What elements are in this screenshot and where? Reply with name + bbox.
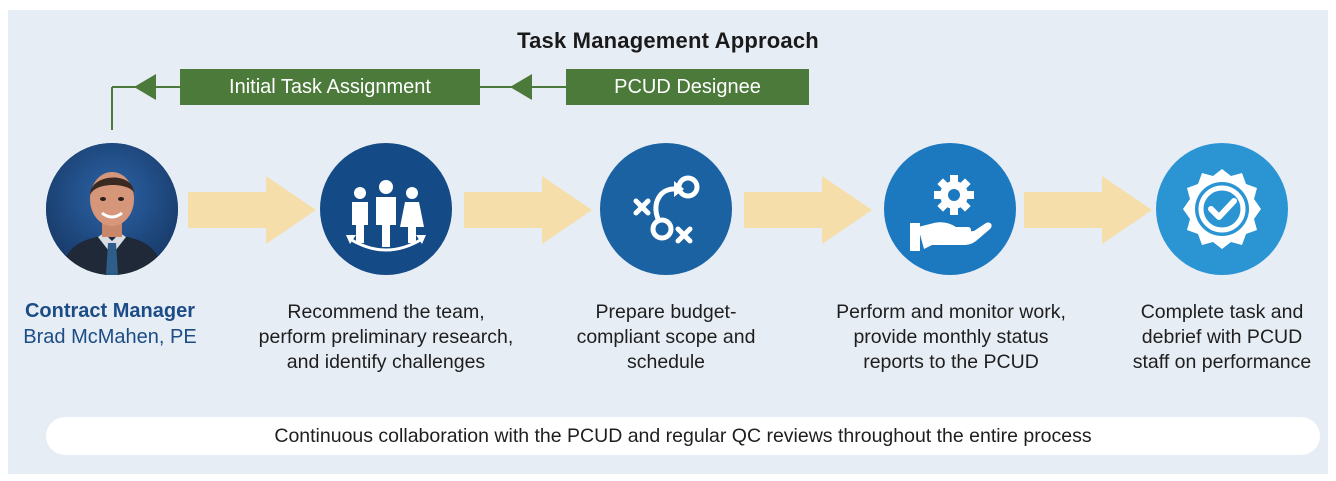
diagram-title: Task Management Approach (517, 28, 819, 53)
badge-check-icon (1183, 169, 1261, 249)
collaboration-footer: Continuous collaboration with the PCUD a… (46, 417, 1320, 455)
step-2-circle (600, 143, 732, 275)
connector-arrowhead-middle (510, 74, 532, 100)
step-3-line-3: reports to the PCUD (863, 351, 1039, 373)
hand-gear-icon (910, 175, 992, 251)
step-2-line-2: compliant scope and (576, 326, 756, 348)
flow-arrow-2 (464, 176, 592, 244)
step-4-line-3: staff on performance (1132, 351, 1312, 373)
step-1-label: Recommend the team, perform preliminary … (246, 300, 526, 375)
connector-arrowhead-left (134, 74, 156, 100)
step-3-label: Perform and monitor work, provide monthl… (806, 300, 1096, 375)
pcud-designee-tag: PCUD Designee (566, 69, 809, 105)
contract-manager-role: Contract Manager (24, 300, 196, 322)
flow-arrow-3 (744, 176, 872, 244)
step-4-line-2: debrief with PCUD (1141, 326, 1303, 348)
flow-arrow-4 (1024, 176, 1152, 244)
step-1-line-3: and identify challenges (286, 351, 486, 373)
step-1-line-1: Recommend the team, (287, 301, 485, 323)
step-2-label: Prepare budget- compliant scope and sche… (546, 300, 786, 375)
step-3-line-1: Perform and monitor work, (836, 301, 1066, 323)
flow-arrow-1 (188, 176, 316, 244)
contract-manager-avatar (46, 143, 178, 275)
step-3-line-2: provide monthly status (853, 326, 1049, 348)
step-2-line-1: Prepare budget- (595, 301, 737, 323)
initial-task-assignment-tag: Initial Task Assignment (180, 69, 480, 105)
step-4-line-1: Complete task and (1140, 301, 1304, 323)
step-4-label: Complete task and debrief with PCUD staf… (1112, 300, 1332, 375)
step-2-line-3: schedule (626, 351, 706, 373)
team-icon (346, 180, 426, 252)
step-1-circle (320, 143, 452, 275)
step-4-circle (1156, 143, 1288, 275)
contract-manager-name: Brad McMahen, PE (23, 326, 197, 348)
strategy-plan-icon (633, 175, 700, 244)
step-1-line-2: perform preliminary research, (258, 326, 514, 348)
step-3-circle (884, 143, 1016, 275)
